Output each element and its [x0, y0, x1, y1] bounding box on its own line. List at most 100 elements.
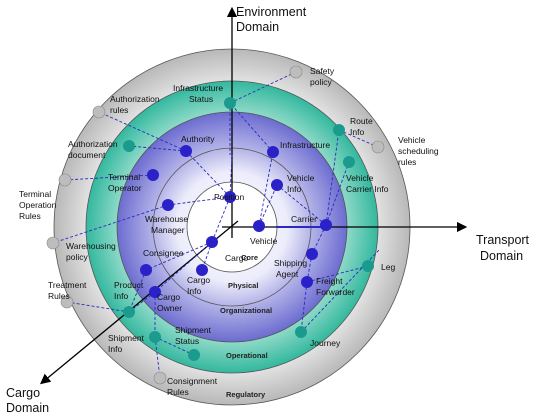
link: [185, 150, 231, 198]
label-authorization-document-1: Authorization: [68, 139, 118, 149]
node-infrastructure-status[interactable]: [224, 97, 236, 109]
link: [128, 269, 147, 313]
label-warehousing-policy-1: Warehousing: [66, 241, 116, 251]
node-freight-forwarder[interactable]: [301, 276, 313, 288]
label-infrastructure-status-1: Infrastructure: [173, 83, 223, 93]
label-vehicle-carrier-info-2: Carrier Info: [346, 184, 389, 194]
label-shipment-info-1: Shipment: [108, 333, 145, 343]
label-vehicle-carrier-info-1: Vehicle: [346, 173, 374, 183]
node-terminal-operator[interactable]: [147, 169, 159, 181]
label-warehousing-policy-2: policy: [66, 252, 88, 262]
link: [325, 161, 350, 226]
label-authorization-rules-1: Authorization: [110, 94, 160, 104]
label-product-info-2: Info: [114, 291, 128, 301]
link: [229, 154, 233, 198]
link: [306, 265, 369, 283]
label-warehouse-manager-1: Warehouse: [145, 214, 188, 224]
link: [258, 184, 278, 227]
label-consignment-rules-1: Consignment: [167, 376, 218, 386]
label-cargo: Cargo: [225, 253, 248, 263]
link: [167, 196, 231, 206]
transport-axis-label-1: Transport: [476, 233, 530, 247]
nodes: [46, 65, 385, 385]
node-labels: Cargo Vehicle Position Cargo Info Vehicl…: [19, 66, 439, 397]
node-position[interactable]: [224, 191, 236, 203]
node-leg[interactable]: [362, 260, 374, 272]
node-vehicle[interactable]: [253, 220, 265, 232]
label-cargo-owner-1: Cargo: [157, 292, 180, 302]
link: [300, 281, 308, 333]
label-infrastructure-status-2: Status: [189, 94, 213, 104]
node-authority[interactable]: [180, 145, 192, 157]
label-shipment-info-2: Info: [108, 344, 122, 354]
label-cargo-owner-2: Owner: [157, 303, 182, 313]
label-treatment-rules-1: Treatment: [48, 280, 87, 290]
link: [229, 71, 297, 104]
label-terminal-operation-rules-2: Operation: [19, 200, 57, 210]
ring-label-core: Core: [241, 253, 258, 262]
label-position: Position: [214, 192, 245, 202]
label-leg: Leg: [381, 262, 395, 272]
label-vehicle-info-2: Info: [287, 184, 301, 194]
label-safety-policy-2: policy: [310, 77, 332, 87]
node-journey[interactable]: [295, 326, 307, 338]
link: [300, 249, 380, 333]
label-authorization-rules-2: rules: [110, 105, 128, 115]
label-shipping-agent-1: Shipping: [274, 258, 307, 268]
link: [128, 145, 187, 152]
node-infrastructure[interactable]: [267, 146, 279, 158]
label-cargo-info-1: Cargo: [187, 275, 210, 285]
label-treatment-rules-2: Rules: [48, 291, 70, 301]
label-shipment-status-2: Status: [175, 336, 199, 346]
node-vehicle-scheduling-rules[interactable]: [371, 140, 385, 154]
node-consignee[interactable]: [140, 264, 152, 276]
node-vehicle-carrier-info[interactable]: [343, 156, 355, 168]
link: [338, 129, 379, 148]
link: [154, 336, 195, 356]
label-freight-forwarder-1: Freight: [316, 276, 343, 286]
ring-label-physical: Physical: [228, 281, 258, 290]
node-warehousing-policy[interactable]: [46, 236, 60, 250]
link: [154, 336, 161, 379]
link: [145, 241, 213, 271]
node-safety-policy[interactable]: [289, 65, 303, 79]
link: [154, 241, 213, 293]
node-cargo-info[interactable]: [196, 264, 208, 276]
node-treatment-rules[interactable]: [60, 295, 74, 309]
node-authorization-rules[interactable]: [92, 105, 106, 119]
node-warehouse-manager[interactable]: [162, 199, 174, 211]
node-product-info[interactable]: [123, 306, 135, 318]
node-cargo[interactable]: [206, 236, 218, 248]
label-route-info-1: Route: [350, 116, 373, 126]
node-consignment-rules[interactable]: [153, 371, 167, 385]
node-cargo-owner[interactable]: [149, 286, 161, 298]
node-shipment-info[interactable]: [149, 331, 161, 343]
label-vehicle-scheduling-rules-3: rules: [398, 157, 416, 167]
label-terminal-operator-2: Operator: [108, 183, 142, 193]
node-vehicle-info[interactable]: [271, 179, 283, 191]
link: [52, 204, 169, 244]
cargo-axis: [39, 220, 239, 385]
transport-axis-label-2: Domain: [480, 249, 523, 263]
label-route-info-2: Info: [350, 127, 364, 137]
node-route-info[interactable]: [333, 124, 345, 136]
link: [276, 184, 327, 226]
label-terminal-operation-rules-3: Rules: [19, 211, 41, 221]
link: [258, 151, 274, 227]
node-terminal-operation-rules[interactable]: [58, 173, 72, 187]
label-vehicle-info-1: Vehicle: [287, 173, 315, 183]
label-shipment-status-1: Shipment: [175, 325, 212, 335]
node-shipping-agent[interactable]: [306, 248, 318, 260]
label-safety-policy-1: Safety: [310, 66, 335, 76]
node-authorization-document[interactable]: [123, 140, 135, 152]
label-authority: Authority: [181, 134, 215, 144]
node-shipment-status[interactable]: [188, 349, 200, 361]
environment-axis-label-2: Domain: [236, 20, 279, 34]
label-shipping-agent-2: Agent: [276, 269, 299, 279]
label-carrier: Carrier: [291, 214, 317, 224]
label-consignee: Consignee: [143, 248, 184, 258]
label-terminal-operator-1: Terminal: [108, 172, 140, 182]
node-carrier[interactable]: [320, 219, 332, 231]
